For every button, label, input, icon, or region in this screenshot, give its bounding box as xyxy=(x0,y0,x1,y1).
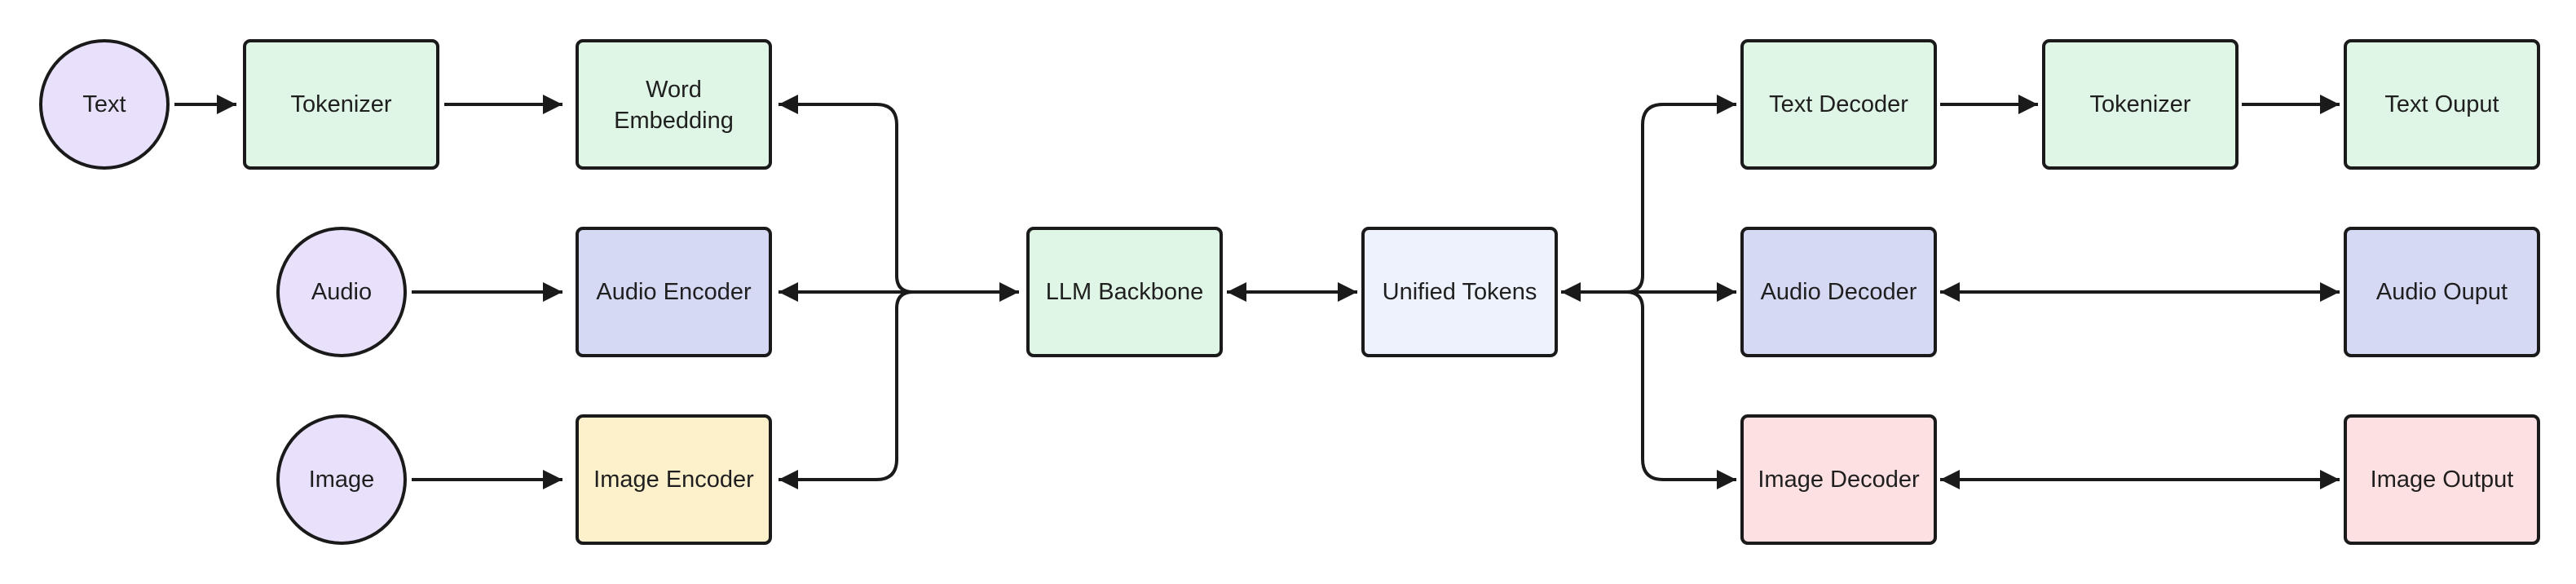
text-decoder-box xyxy=(1740,39,1937,170)
audio-decoder-box xyxy=(1740,227,1937,357)
text-input-shape xyxy=(39,39,170,170)
unified-tokens-label: Unified Tokens xyxy=(1383,279,1537,305)
audio-decoder-label: Audio Decoder xyxy=(1761,279,1917,305)
edge-llm-to-word-embedding xyxy=(779,95,914,294)
tokenizer-in-box xyxy=(243,39,439,170)
text-decoder-node: Text Decoder xyxy=(1740,39,1937,170)
tokenizer-out-box xyxy=(2042,39,2239,170)
audio-encoder-label: Audio Encoder xyxy=(596,279,752,305)
image-decoder-box xyxy=(1740,414,1937,545)
tokenizer-in-node: Tokenizer xyxy=(243,39,439,170)
label-line: Word xyxy=(646,77,702,103)
image-input-node: Image xyxy=(276,414,407,545)
tokenizer-out-node: Tokenizer xyxy=(2042,39,2239,170)
text-input-node: Text xyxy=(39,39,170,170)
edge-llm-to-image-encoder xyxy=(779,290,914,489)
image-output-node: Image Output xyxy=(2344,414,2540,545)
word-embedding-box xyxy=(576,39,772,170)
llm-backbone-node: LLM Backbone xyxy=(1026,227,1223,357)
audio-input-node: Audio xyxy=(276,227,407,357)
unified-tokens-node: Unified Tokens xyxy=(1361,227,1558,357)
tokenizer-out-label: Tokenizer xyxy=(2089,91,2190,117)
text-input-label: Text xyxy=(82,91,126,117)
text-output-label: Text Ouput xyxy=(2384,91,2499,117)
label-line: Embedding xyxy=(614,108,734,134)
image-input-label: Image xyxy=(309,467,375,493)
edge-bus-to-text-decoder xyxy=(1625,95,1736,294)
text-output-box xyxy=(2344,39,2540,170)
audio-output-node: Audio Ouput xyxy=(2344,227,2540,357)
text-output-node: Text Ouput xyxy=(2344,39,2540,170)
audio-output-label: Audio Ouput xyxy=(2376,279,2508,305)
audio-decoder-node: Audio Decoder xyxy=(1740,227,1937,357)
image-output-box xyxy=(2344,414,2540,545)
edge-bus-to-image-decoder xyxy=(1625,290,1736,489)
image-decoder-label: Image Decoder xyxy=(1758,467,1920,493)
audio-input-label: Audio xyxy=(311,279,372,305)
llm-backbone-label: LLM Backbone xyxy=(1046,279,1203,305)
audio-input-shape xyxy=(276,227,407,357)
image-encoder-label: Image Encoder xyxy=(593,467,754,493)
text-decoder-label: Text Decoder xyxy=(1769,91,1908,117)
audio-encoder-box xyxy=(576,227,772,357)
audio-output-box xyxy=(2344,227,2540,357)
image-decoder-node: Image Decoder xyxy=(1740,414,1937,545)
image-encoder-node: Image Encoder xyxy=(576,414,772,545)
unified-tokens-box xyxy=(1361,227,1558,357)
audio-encoder-node: Audio Encoder xyxy=(576,227,772,357)
llm-backbone-box xyxy=(1026,227,1223,357)
tokenizer-in-label: Tokenizer xyxy=(290,91,391,117)
image-input-shape xyxy=(276,414,407,545)
image-output-label: Image Output xyxy=(2371,467,2514,493)
image-encoder-box xyxy=(576,414,772,545)
